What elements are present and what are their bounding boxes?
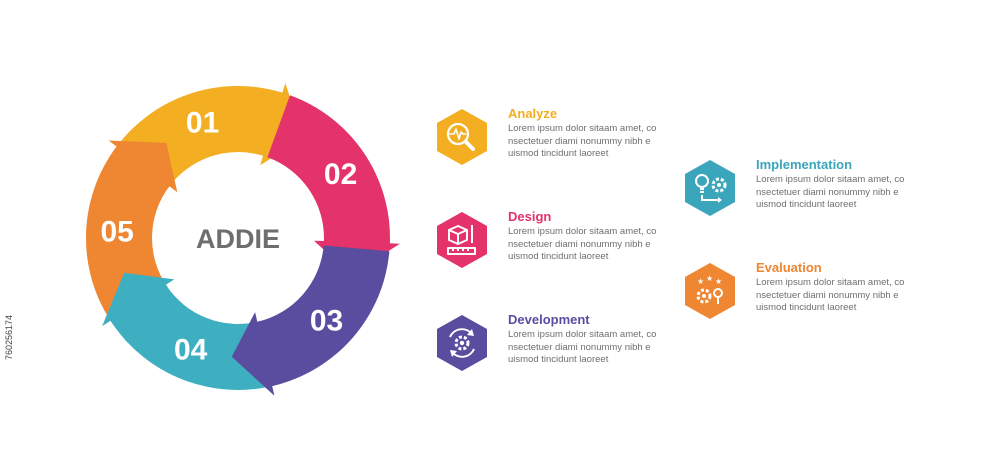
implementation-hexagon [685, 160, 735, 216]
description-line: nsectetuer diami nonummy nibh e [756, 186, 899, 198]
center-label: ADDIE [196, 224, 280, 254]
svg-text:★: ★ [706, 274, 713, 283]
step-title: Implementation [756, 157, 853, 172]
step-title: Analyze [508, 106, 558, 121]
evaluation-hexagon-shape [685, 263, 735, 319]
description-line: uismod tincidunt laoreet [508, 148, 609, 159]
description-line: Lorem ipsum dolor sitaam amet, co [756, 277, 905, 288]
arrow-segment-03 [231, 245, 390, 396]
arrow-segment-04 [102, 272, 278, 390]
description-line: uismod tincidunt laoreet [756, 199, 857, 210]
description-line: uismod tincidunt laoreet [508, 251, 609, 262]
segment-number: 02 [324, 158, 357, 191]
design-hexagon [437, 212, 487, 268]
design-hexagon-shape [437, 212, 487, 268]
step-description: Lorem ipsum dolor sitaam amet, co nsecte… [508, 123, 673, 161]
step-title: Development [508, 312, 590, 327]
cube-ruler-pencil-icon [447, 225, 476, 255]
description-line: nsectetuer diami nonummy nibh e [756, 289, 899, 301]
segment-number: 03 [310, 305, 343, 338]
bulb-gear-icon [695, 174, 727, 203]
description-line: Lorem ipsum dolor sitaam amet, co [756, 174, 905, 185]
arrow-segment-02 [267, 95, 400, 275]
stock-id: 760256174 [4, 314, 14, 360]
step-description: Lorem ipsum dolor sitaam amet, co nsecte… [756, 277, 921, 315]
description-line: nsectetuer diami nonummy nibh e [508, 238, 651, 250]
svg-text:★: ★ [715, 277, 722, 286]
step-title: Evaluation [756, 260, 822, 275]
segment-number: 01 [186, 106, 219, 139]
step-description: Lorem ipsum dolor sitaam amet, co nsecte… [756, 174, 921, 212]
step-title: Design [508, 209, 552, 224]
development-hexagon [437, 315, 487, 371]
description-line: uismod tincidunt laoreet [508, 354, 609, 365]
description-line: Lorem ipsum dolor sitaam amet, co [508, 226, 657, 237]
segment-number: 05 [101, 216, 134, 249]
magnifier-pulse-icon [446, 122, 475, 151]
stars-gears-icon: ★ ★ ★ [696, 274, 723, 304]
analyze-hexagon [437, 109, 487, 165]
description-line: Lorem ipsum dolor sitaam amet, co [508, 329, 657, 340]
description-line: nsectetuer diami nonummy nibh e [508, 135, 651, 147]
analyze-hexagon-shape [437, 109, 487, 165]
step-description: Lorem ipsum dolor sitaam amet, co nsecte… [508, 329, 673, 367]
implementation-hexagon-shape [685, 160, 735, 216]
svg-text:★: ★ [697, 277, 704, 286]
description-line: nsectetuer diami nonummy nibh e [508, 341, 651, 353]
evaluation-hexagon: ★ ★ ★ [685, 263, 735, 319]
step-description: Lorem ipsum dolor sitaam amet, co nsecte… [508, 226, 673, 264]
description-line: Lorem ipsum dolor sitaam amet, co [508, 123, 657, 134]
description-line: uismod tincidunt laoreet [756, 302, 857, 313]
segment-number: 04 [174, 333, 208, 366]
gear-cycle-icon [449, 328, 475, 358]
